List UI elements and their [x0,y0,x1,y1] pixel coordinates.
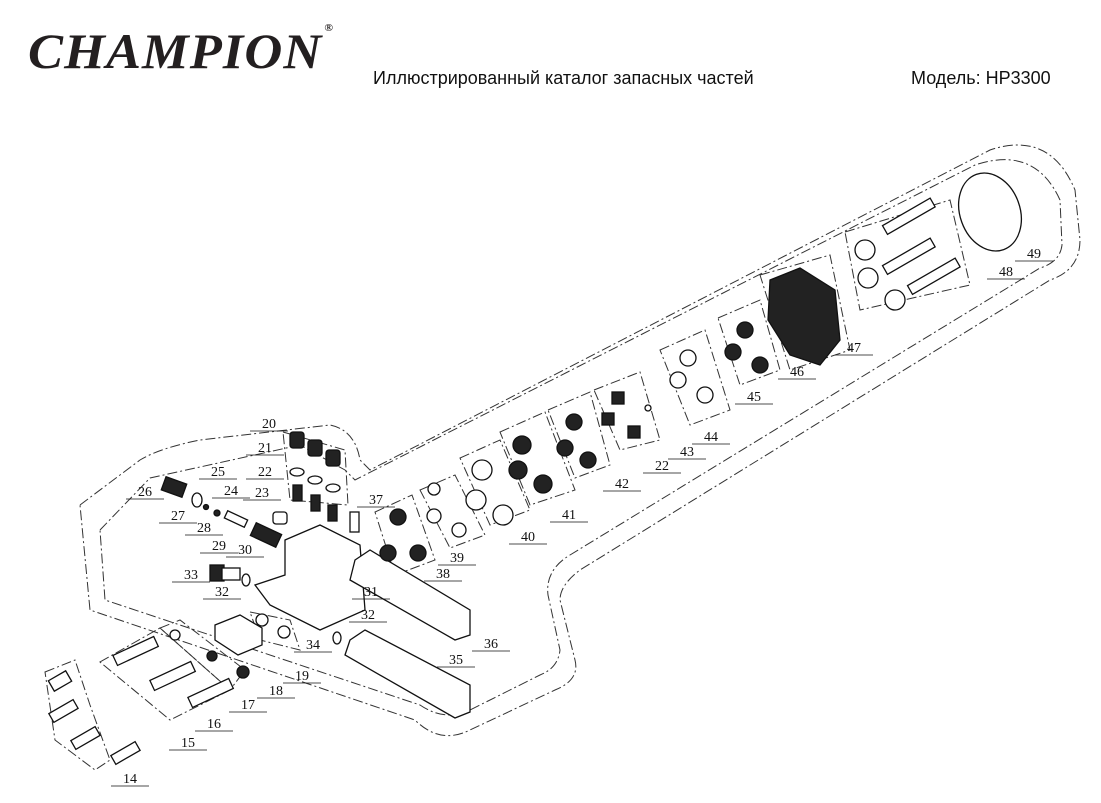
callout-label-24: 24 [224,484,238,499]
champion-logo: CHAMPION® [28,22,334,80]
callout-label-34: 34 [306,638,320,653]
callout-label-49: 49 [1027,247,1041,262]
fitting-33 [209,564,251,587]
callout-label-20: 20 [262,417,276,432]
callout-label-43: 43 [680,445,694,460]
callout-label-21: 21 [258,441,272,456]
oring-49 [958,172,1022,252]
seals-44-46 [669,321,769,404]
fitting-37 [349,511,360,533]
plungers-48 [854,197,962,311]
assembly-boundary-lines [79,144,1081,737]
callout-label-29: 29 [212,539,226,554]
bracket-17 [214,614,263,656]
callout-label-25: 25 [211,465,225,480]
plug-23 [272,511,288,525]
callout-label-47: 47 [847,341,861,356]
callout-label-19: 19 [295,669,309,684]
bolt-set-14 [47,669,141,766]
callout-label-30: 30 [238,543,252,558]
model-label: Модель: HP3300 [911,68,1051,88]
callout-label-37: 37 [369,493,383,508]
catalog-title: Иллюстрированный каталог запасных частей [373,68,754,88]
parts-drawings [47,172,1022,766]
orings-21 [289,467,341,493]
inlet-36 [349,549,471,641]
callout-label-40: 40 [521,530,535,545]
unloader-parts-24-30 [160,475,283,549]
callout-label-22: 22 [258,465,272,480]
callout-label-23: 23 [255,486,269,501]
callout-label-44: 44 [704,430,718,445]
callout-label-38: 38 [436,567,450,582]
callout-label-45: 45 [747,390,761,405]
callout-label-46: 46 [790,365,804,380]
valves-22b-43 [601,391,652,439]
washers-16 [169,629,250,679]
callout-label-26: 26 [138,485,152,500]
callout-label-42: 42 [615,477,629,492]
housing-47 [767,267,841,366]
bolt-set-15 [112,635,235,709]
callout-label-32: 32 [215,585,229,600]
callout-label-22: 22 [655,459,669,474]
brand-name: CHAMPION [28,23,323,79]
oring-32 [332,631,342,645]
plugs-34 [255,613,291,639]
callout-label-16: 16 [207,717,221,732]
callout-label-48: 48 [999,265,1013,280]
inlet-35 [344,629,471,719]
caps-20 [289,431,341,467]
callout-label-33: 33 [184,568,198,583]
callout-label-18: 18 [269,684,283,699]
callout-label-36: 36 [484,637,498,652]
callout-label-31: 31 [364,585,378,600]
callout-label-39: 39 [450,551,464,566]
callout-label-28: 28 [197,521,211,536]
callout-label-17: 17 [241,698,255,713]
callout-label-41: 41 [562,508,576,523]
seals-38-42 [379,413,597,562]
callout-label-14: 14 [123,772,137,787]
pump-manifold-31 [253,524,366,631]
callout-label-27: 27 [171,509,185,524]
callout-label-32: 32 [361,608,375,623]
callout-label-15: 15 [181,736,195,751]
registered-mark: ® [324,22,335,34]
callout-label-35: 35 [449,653,463,668]
valves-22 [292,484,338,522]
